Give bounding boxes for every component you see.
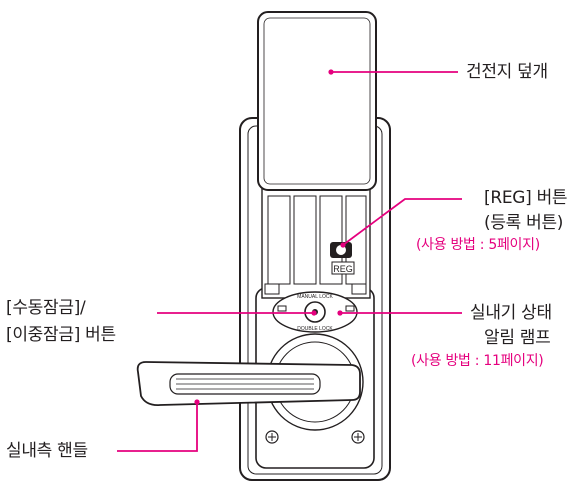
status-lamp-reference: (사용 방법 : 11페이지) <box>411 353 544 369</box>
reg-tag-text: REG <box>333 264 353 274</box>
battery-slot-2 <box>293 195 317 285</box>
label-lock-button-line1: [수동잠금]/ <box>6 298 86 318</box>
label-battery-cover: 건전지 덮개 <box>466 62 548 82</box>
leader-lines <box>117 69 462 452</box>
leader-reg-button <box>342 198 462 246</box>
battery-cover[interactable] <box>257 11 377 191</box>
label-status-lamp-line1: 실내기 상태 <box>470 303 552 323</box>
label-reg-button-line1: [REG] 버튼 <box>484 188 568 208</box>
reg-button[interactable] <box>330 242 352 258</box>
lock-side-mark-left <box>277 305 287 312</box>
double-lock-arc-text: DOUBLE LOCK <box>297 326 333 332</box>
reg-button-reference: (사용 방법 : 5페이지) <box>416 237 540 253</box>
label-inner-handle: 실내측 핸들 <box>6 441 88 461</box>
inner-handle[interactable] <box>136 361 361 406</box>
lock-side-mark-right <box>345 305 355 312</box>
manual-lock-arc-text: MANUAL LOCK <box>297 294 333 300</box>
battery-slot-3 <box>319 195 343 285</box>
screw-left <box>265 430 279 444</box>
battery-contact-right <box>351 283 367 295</box>
battery-cover-inner-edge <box>263 17 371 185</box>
label-lock-button-line2: [이중잠금] 버튼 <box>6 325 116 345</box>
reg-tag <box>331 261 355 275</box>
screw-right <box>351 430 365 444</box>
battery-contact-left <box>264 283 280 295</box>
label-reg-button-line2: (등록 버튼) <box>484 213 564 233</box>
leader-inner-handle <box>117 402 198 452</box>
label-status-lamp-line2: 알림 램프 <box>484 328 551 348</box>
